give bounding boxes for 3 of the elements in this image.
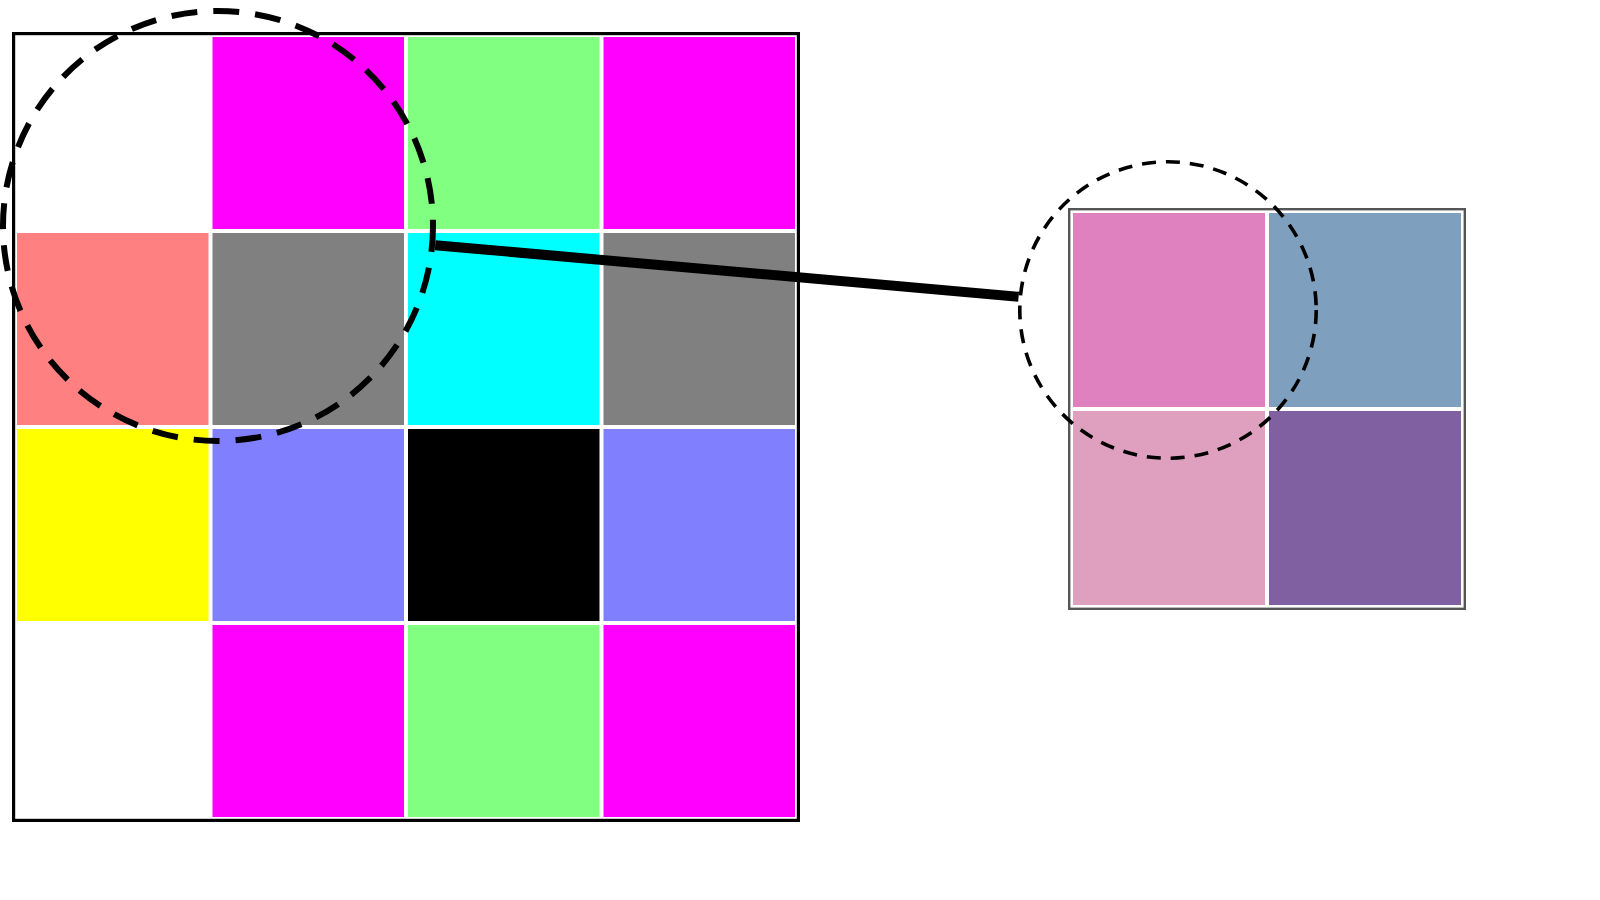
connector-line (434, 240, 1020, 302)
dashed-circle (1018, 160, 1318, 460)
dashed-circle (0, 8, 436, 444)
